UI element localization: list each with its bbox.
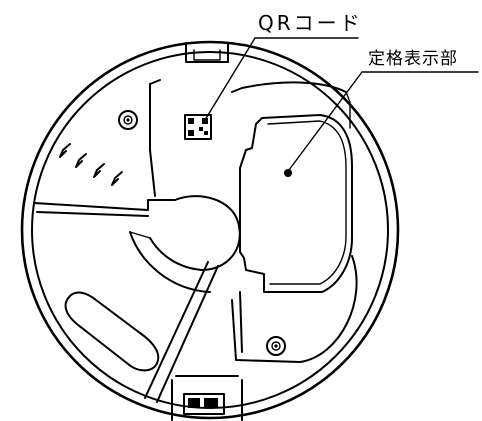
upper-partition bbox=[149, 79, 351, 197]
qr-code-square bbox=[184, 114, 212, 140]
qr-code-label: QRコード bbox=[258, 11, 363, 35]
vent-slots bbox=[59, 143, 123, 186]
inner-rim bbox=[31, 51, 389, 409]
label-dot bbox=[284, 169, 292, 177]
screw-bottom-right bbox=[266, 336, 286, 356]
rating-label-area-label: 定格表示部 bbox=[368, 49, 458, 69]
leader-lines bbox=[204, 37, 479, 175]
outer-rim bbox=[20, 40, 400, 420]
center-hub bbox=[129, 195, 241, 293]
rating-leader-line bbox=[285, 71, 479, 175]
screw-top-left bbox=[118, 110, 138, 130]
right-lower-walls bbox=[231, 255, 358, 363]
top-notch bbox=[185, 42, 229, 63]
rating-label-panel bbox=[239, 114, 353, 293]
qr-leader-line bbox=[204, 37, 359, 121]
elongated-slot bbox=[64, 291, 160, 372]
left-sector-walls bbox=[33, 199, 219, 403]
bottom-connector bbox=[171, 375, 243, 421]
